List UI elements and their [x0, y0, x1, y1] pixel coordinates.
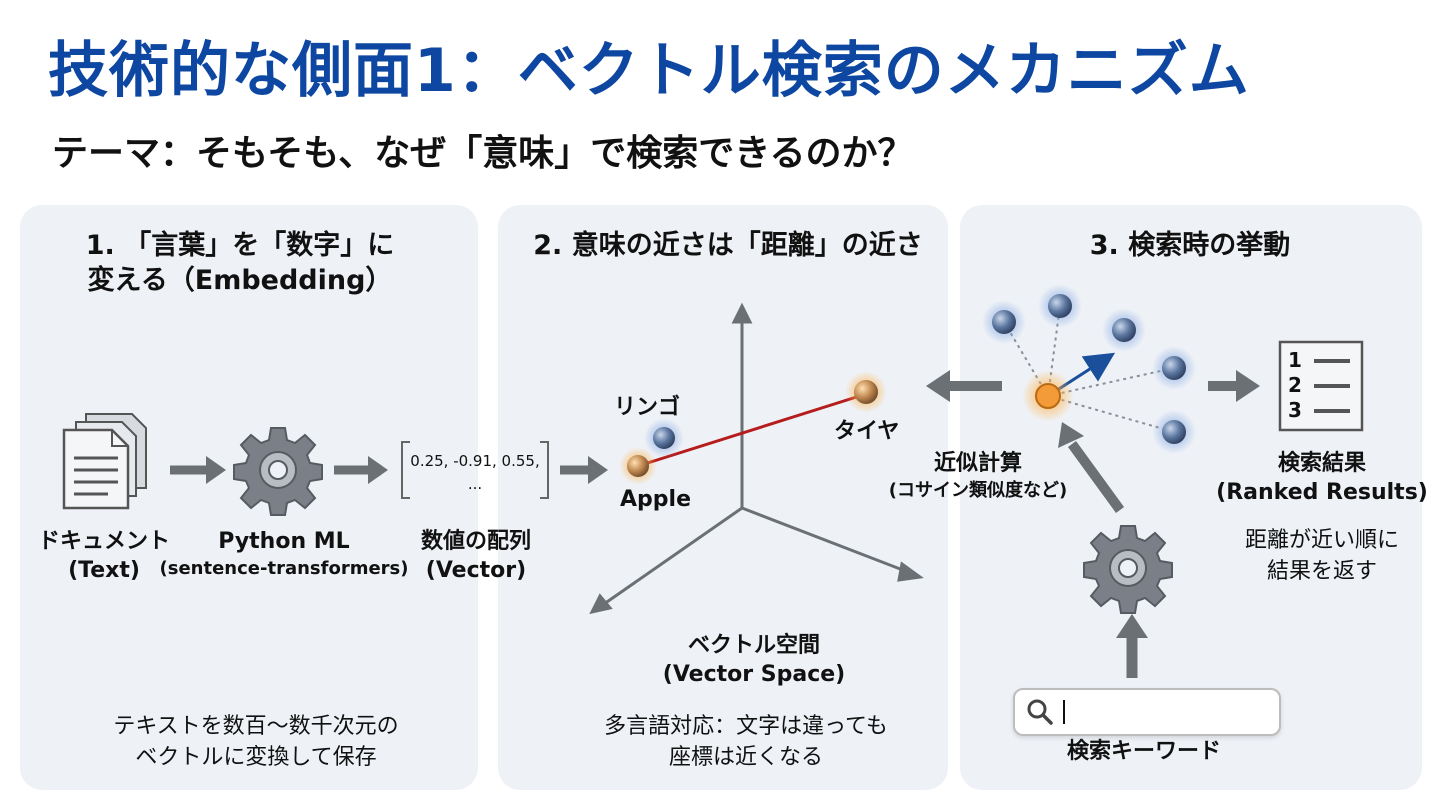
bracket-icon	[401, 441, 549, 499]
keyword-label: 検索キーワード	[1066, 739, 1222, 764]
calc-label-main: 近似計算	[933, 451, 1023, 476]
calc-label: 近似計算 (コサイン類似度など)	[889, 450, 1067, 502]
result-label-sub: (Ranked Results)	[1216, 479, 1428, 505]
array-label-sub: (Vector)	[425, 557, 527, 583]
panel1-note: テキストを数百〜数千次元の ベクトルに変換して保存	[113, 712, 398, 774]
result-label: 検索結果 (Ranked Results)	[1216, 450, 1428, 507]
page-subtitle: テーマ：そもそも、なぜ「意味」で検索できるのか？	[52, 133, 914, 174]
ml-label-main: Python ML	[218, 529, 350, 554]
vector-space-label: ベクトル空間 (Vector Space)	[663, 632, 845, 689]
node-taiya	[845, 371, 887, 413]
arrow-gear-up	[1058, 422, 1125, 513]
result-label-main: 検索結果	[1277, 451, 1367, 476]
gear-icon-ml	[233, 427, 323, 516]
text-caret	[1063, 700, 1065, 724]
vector-values-line1: 0.25, -0.91, 0.55,	[410, 452, 540, 470]
document-label-sub: (Text)	[68, 557, 140, 583]
document-label: ドキュメント (Text)	[38, 528, 170, 585]
list-number-1: 1	[1288, 348, 1302, 372]
list-icon	[1278, 340, 1364, 432]
ml-label-sub: (sentence-transformers)	[159, 557, 409, 579]
apple-label: Apple	[620, 487, 691, 512]
node-apple	[619, 447, 657, 485]
arrow-vector-to-space	[560, 456, 608, 484]
arrow-to-space	[926, 370, 1002, 402]
search-icon	[1027, 699, 1053, 725]
vector-space-label-sub: (Vector Space)	[662, 661, 846, 687]
panel2-note-line2: 座標は近くなる	[668, 744, 823, 770]
document-icon	[62, 413, 147, 510]
result-note-line2: 結果を返す	[1266, 558, 1378, 584]
ml-label: Python ML (sentence-transformers)	[160, 528, 409, 580]
gear-icon-search	[1083, 525, 1173, 614]
arrow-ml-to-vector	[334, 456, 388, 484]
query-node	[1022, 370, 1074, 422]
array-label-main: 数値の配列	[420, 529, 532, 554]
list-number-2: 2	[1288, 373, 1302, 397]
list-number-3: 3	[1288, 398, 1302, 422]
result-note-line1: 距離が近い順に	[1244, 528, 1400, 553]
panel1-note-line2: ベクトルに変換して保存	[135, 744, 377, 770]
panel1-note-line1: テキストを数百〜数千次元の	[113, 714, 399, 739]
vector-values-line2: ...	[467, 474, 483, 493]
panel1-title-line2: 変える（Embedding）	[87, 265, 393, 297]
panel2-note-line1: 多言語対応：文字は違っても	[604, 714, 888, 739]
result-note: 距離が近い順に 結果を返す	[1245, 526, 1399, 588]
panel1-title: 1. 「言葉」を「数字」に 変える（Embedding）	[86, 228, 394, 298]
array-label: 数値の配列 (Vector)	[421, 528, 531, 585]
taiya-label: タイヤ	[834, 419, 900, 444]
panel3-title: 3. 検索時の挙動	[1089, 230, 1291, 261]
search-input[interactable]	[1013, 688, 1281, 736]
ringo-label: リンゴ	[614, 395, 681, 420]
panel1-title-line1: 1. 「言葉」を「数字」に	[85, 230, 395, 261]
vector-space-label-main: ベクトル空間	[687, 633, 820, 658]
page-title: 技術的な側面1：ベクトル検索のメカニズム	[48, 36, 1250, 106]
node-ringo	[644, 418, 684, 458]
vector-values: 0.25, -0.91, 0.55, ...	[410, 450, 539, 495]
arrow-keyword-up	[1116, 614, 1148, 678]
search-nodes	[982, 284, 1196, 454]
vector-axes	[589, 302, 924, 615]
panel2-note: 多言語対応：文字は違っても 座標は近くなる	[604, 712, 888, 774]
panel-vector-space	[498, 205, 948, 790]
panel2-title: 2. 意味の近さは「距離」の近さ	[533, 230, 923, 261]
calc-label-sub: (コサイン類似度など)	[888, 479, 1068, 501]
document-label-main: ドキュメント	[37, 529, 171, 554]
arrow-doc-to-ml	[170, 456, 226, 484]
list-numbers: 1 2 3	[1288, 348, 1302, 423]
arrow-to-results	[1208, 370, 1260, 402]
